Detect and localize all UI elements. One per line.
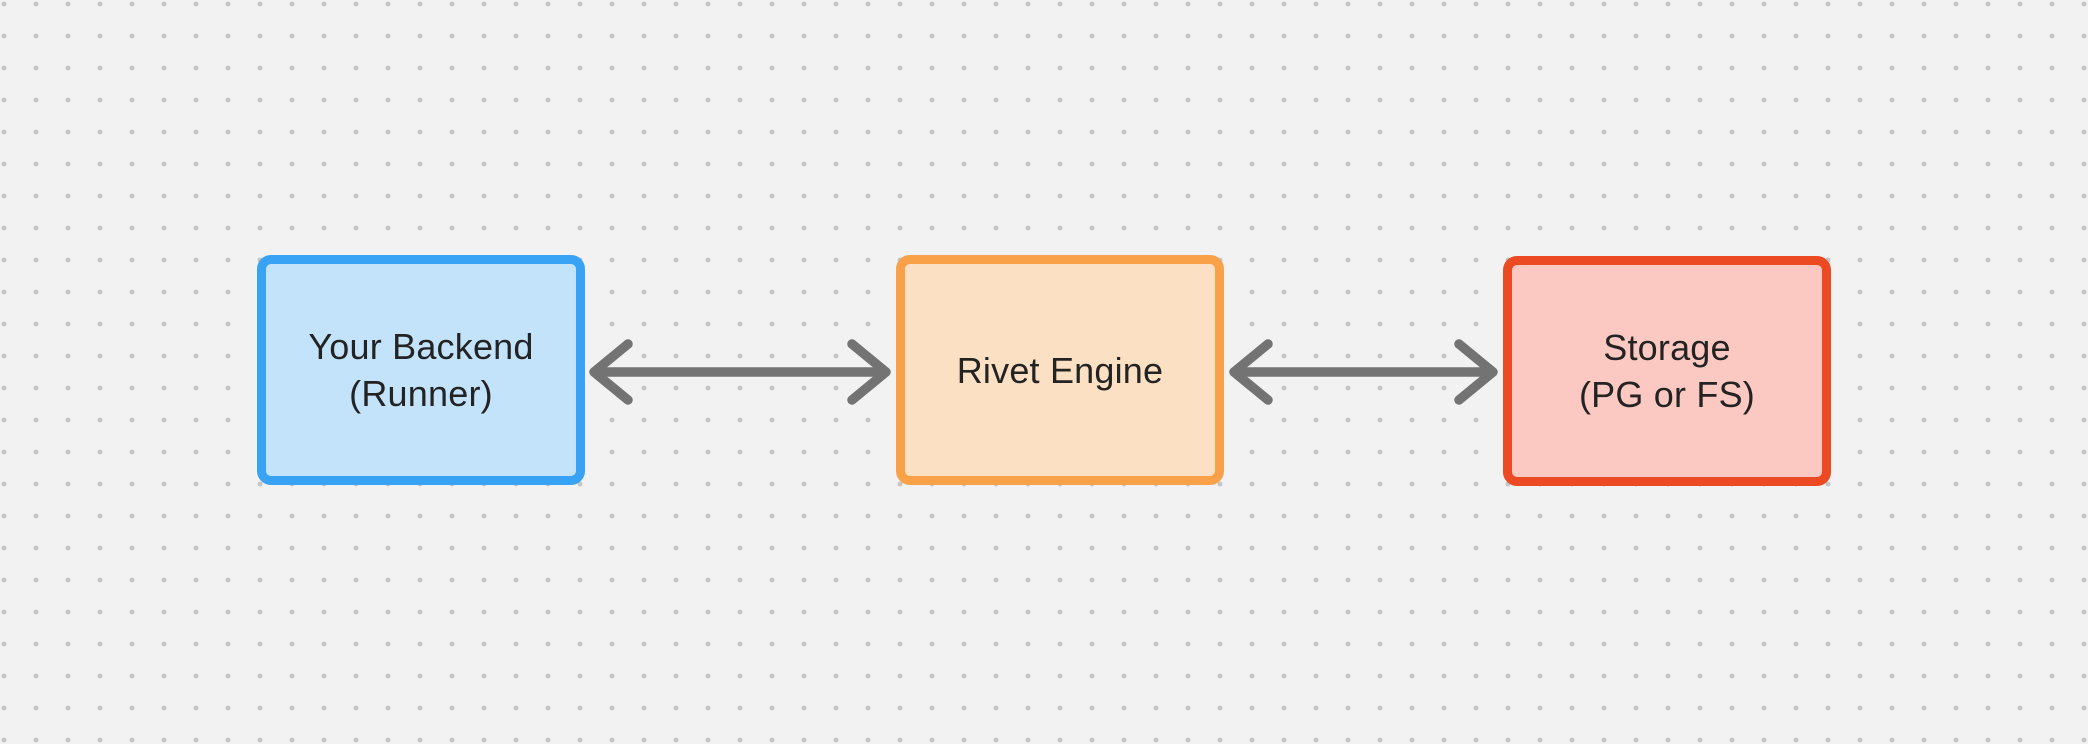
node-your-backend-label-line2: (Runner) <box>349 373 493 414</box>
double-arrow-engine-storage[interactable] <box>1229 339 1498 405</box>
double-arrow-backend-engine[interactable] <box>589 339 891 405</box>
node-your-backend[interactable]: Your Backend (Runner) <box>257 255 585 485</box>
node-storage[interactable]: Storage (PG or FS) <box>1503 256 1831 486</box>
node-your-backend-label-line1: Your Backend <box>308 326 534 367</box>
node-storage-label-line1: Storage <box>1603 327 1731 368</box>
node-rivet-engine[interactable]: Rivet Engine <box>896 255 1224 485</box>
node-rivet-engine-label-line1: Rivet Engine <box>956 349 1164 391</box>
node-storage-label-line2: (PG or FS) <box>1578 374 1755 415</box>
